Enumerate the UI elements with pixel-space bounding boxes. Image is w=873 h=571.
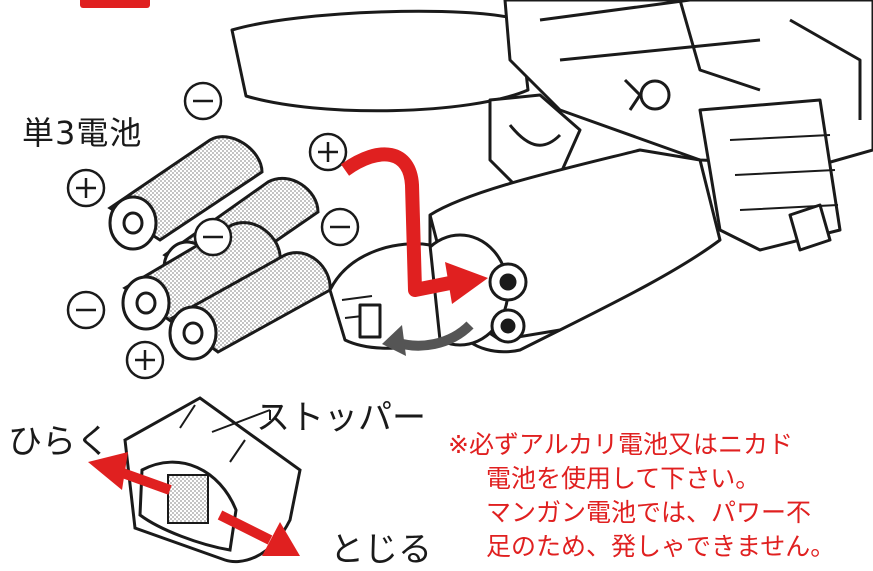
battery-icon (107, 135, 264, 251)
polarity-symbols (66, 81, 360, 380)
notice-line-1: ※必ずアルカリ電池又はニカド (448, 430, 793, 459)
minus-icon (183, 81, 223, 121)
close-label: とじる (330, 530, 432, 570)
open-label: ひらく (8, 422, 110, 462)
cover-detail-diagram (123, 396, 302, 564)
minus-icon (66, 290, 106, 330)
close-arrow-icon (217, 510, 300, 556)
plus-icon (66, 168, 106, 208)
notice-line-4: 足のため、発しゃできません。 (486, 532, 836, 561)
battery-notice: ※必ずアルカリ電池又はニカド 電池を使用して下さい。 マンガン電池では、パワー不… (448, 428, 873, 564)
plus-icon (308, 132, 348, 172)
close-cover-arrow-icon (382, 321, 474, 356)
notice-line-2: 電池を使用して下さい。 (486, 464, 761, 493)
battery-group (107, 135, 332, 361)
battery-type-label: 単3電池 (22, 114, 143, 152)
battery-icon (168, 251, 332, 361)
stopper-label: ストッパー (256, 398, 426, 438)
toy-gun-body (230, 0, 873, 354)
open-arrow-icon (88, 452, 172, 495)
header-tab-icon (80, 0, 150, 8)
plus-icon (125, 340, 165, 380)
insert-arrow-icon (340, 147, 488, 304)
minus-icon (193, 217, 233, 257)
notice-line-3: マンガン電池では、パワー不 (486, 498, 812, 527)
minus-icon (320, 207, 360, 247)
